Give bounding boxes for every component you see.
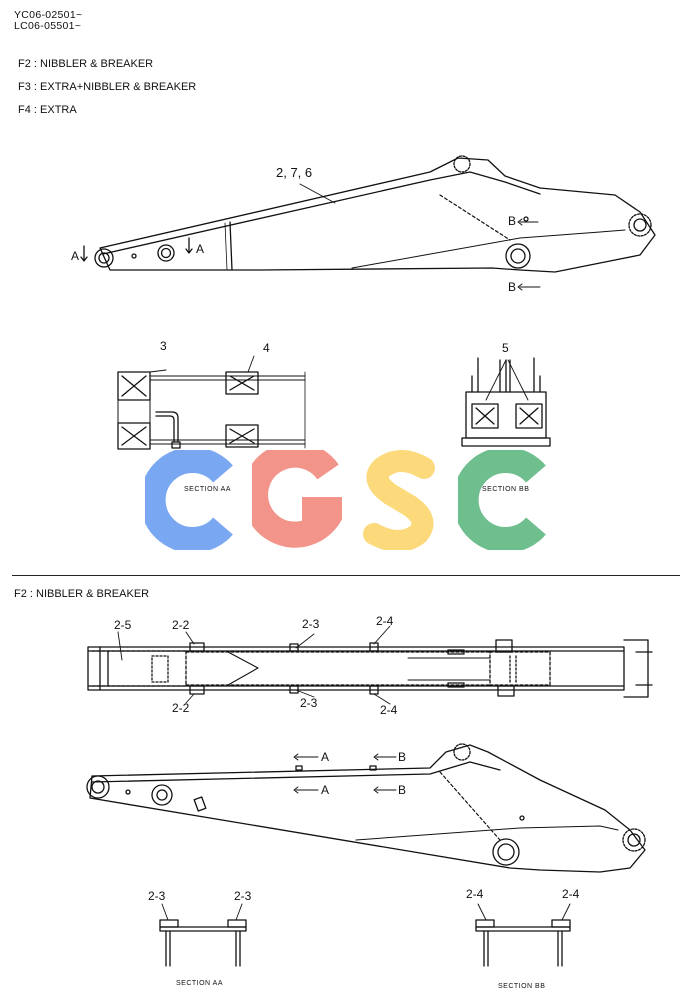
label-2-4-section-right: 2-4 bbox=[562, 887, 580, 901]
legend-text: NIBBLER & BREAKER bbox=[40, 58, 154, 70]
part-callout-2-7-6: 2, 7, 6 bbox=[276, 165, 313, 180]
legend-code: F2 bbox=[18, 58, 31, 70]
label-2-2-bottom: 2-2 bbox=[172, 701, 190, 715]
arrow-label-a-mid: A bbox=[196, 242, 205, 256]
label-2-3-top: 2-3 bbox=[302, 617, 320, 631]
legend-sep: : bbox=[33, 81, 37, 93]
watermark-letter-c1 bbox=[145, 450, 233, 550]
callout-5: 5 bbox=[502, 341, 509, 355]
watermark-letter-c2 bbox=[458, 450, 546, 550]
section-aa-upper bbox=[117, 355, 306, 450]
arrow-label-a-bottom-lower: A bbox=[321, 783, 330, 797]
label-2-2-top: 2-2 bbox=[172, 618, 190, 632]
label-2-4-bottom: 2-4 bbox=[380, 703, 398, 717]
section-bb-upper bbox=[461, 357, 551, 447]
watermark-letter-g bbox=[252, 450, 342, 548]
legend-sep: : bbox=[33, 58, 37, 70]
section-bb-caption-upper: SECTION BB bbox=[482, 486, 530, 493]
label-2-4-top: 2-4 bbox=[376, 614, 394, 628]
section-bb-caption-lower: SECTION BB bbox=[498, 983, 546, 990]
label-2-3-section-right: 2-3 bbox=[234, 889, 252, 903]
boom-side-view-lower bbox=[86, 743, 646, 873]
arrow-label-b-top-lower: B bbox=[398, 750, 407, 764]
watermark-letter-s bbox=[363, 450, 435, 550]
arrow-label-b-top: B bbox=[508, 214, 517, 228]
boom-side-view-upper bbox=[80, 155, 656, 291]
label-2-5: 2-5 bbox=[114, 618, 132, 632]
section-bb-lower bbox=[475, 903, 571, 967]
arrow-label-b-bottom-lower: B bbox=[398, 783, 407, 797]
serial-number-2: LC06-05501~ bbox=[14, 20, 82, 32]
callout-3: 3 bbox=[160, 339, 167, 353]
legend-text: EXTRA bbox=[40, 104, 77, 116]
section-aa-caption-upper: SECTION AA bbox=[184, 486, 232, 493]
label-2-4-section-left: 2-4 bbox=[466, 887, 484, 901]
label-2-3-section-left: 2-3 bbox=[148, 889, 166, 903]
legend-item-f3: F3 : EXTRA+NIBBLER & BREAKER bbox=[18, 81, 196, 93]
section-aa-caption-lower: SECTION AA bbox=[176, 980, 224, 987]
legend-code: F4 bbox=[18, 104, 31, 116]
section-divider bbox=[12, 575, 680, 576]
legend-item-f4: F4 : EXTRA bbox=[18, 104, 77, 116]
section-aa-lower bbox=[159, 903, 247, 967]
serial-number-1: YC06-02501~ bbox=[14, 9, 83, 21]
callout-4: 4 bbox=[263, 341, 270, 355]
lower-section-heading: F2 : NIBBLER & BREAKER bbox=[14, 588, 150, 600]
boom-plan-view bbox=[87, 625, 653, 705]
legend-text: EXTRA+NIBBLER & BREAKER bbox=[40, 81, 197, 93]
arrow-label-b-bottom: B bbox=[508, 280, 517, 294]
legend-item-f2: F2 : NIBBLER & BREAKER bbox=[18, 58, 153, 70]
legend-code: F3 bbox=[18, 81, 31, 93]
legend-sep: : bbox=[33, 104, 37, 116]
arrow-label-a-top-lower: A bbox=[321, 750, 330, 764]
arrow-label-a-left: A bbox=[71, 249, 80, 263]
label-2-3-bottom: 2-3 bbox=[300, 696, 318, 710]
